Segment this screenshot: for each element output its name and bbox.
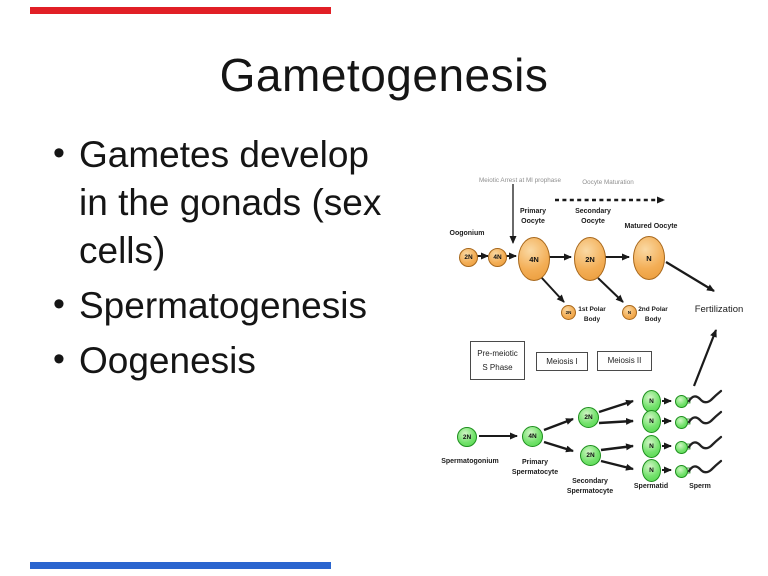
meiosis-1-box: Meiosis I [536, 352, 588, 371]
meiosis-2-box: Meiosis II [597, 351, 652, 371]
diagram-arrows [476, 184, 723, 474]
oogonium-cell: 2N [459, 248, 478, 267]
bullet-list: • Gametes develop in the gonads (sex cel… [53, 131, 435, 392]
spermatogonium-cell: 2N [457, 427, 477, 447]
primary-oocyte-label: Primary Oocyte [503, 207, 563, 227]
second-polar-body-label: 2nd Polar Body [637, 305, 669, 325]
secondary-oocyte-label: Secondary Oocyte [563, 207, 623, 227]
premeiotic-s-phase-box: Pre-meiotic S Phase [470, 341, 525, 380]
sperm-head-3 [675, 441, 688, 454]
label-line: Spermatocyte [566, 488, 614, 495]
label-line: Primary [521, 459, 549, 466]
label-line: Body [644, 316, 662, 323]
primary-spermatocyte-label: Primary Spermatocyte [505, 458, 565, 478]
sperm-tail [687, 389, 723, 404]
meiotic-arrest-note: Meiotic Arrest at MI prophase [479, 177, 561, 184]
gametogenesis-diagram: Meiotic Arrest at MI prophase Oocyte Mat… [430, 160, 768, 506]
matured-oocyte-cell: N [633, 236, 665, 280]
label-line: Secondary [575, 208, 611, 215]
box-line: S Phase [482, 362, 513, 372]
box-line: Pre-meiotic [477, 348, 518, 358]
bullet-line: Spermatogenesis [79, 285, 367, 326]
spermatogonium-label: Spermatogonium [441, 458, 499, 465]
label-line: Body [583, 316, 601, 323]
bullet-item-gametes: • Gametes develop in the gonads (sex cel… [53, 131, 435, 275]
bullet-line: cells) [79, 230, 166, 271]
oocyte-maturation-note: Oocyte Maturation [582, 179, 634, 186]
matured-oocyte-label: Matured Oocyte [624, 223, 678, 230]
second-polar-body-cell: N [622, 305, 637, 320]
bullet-item-oogenesis: • Oogenesis [53, 337, 435, 385]
bullet-line: in the gonads (sex [79, 182, 382, 223]
sperm-tail [687, 435, 723, 450]
spermatid-label: Spermatid [633, 483, 669, 490]
bullet-dot: • [53, 285, 65, 323]
sperm-head-4 [675, 465, 688, 478]
bullet-line: Oogenesis [79, 340, 256, 381]
primary-spermatocyte-cell: 4N [522, 426, 543, 447]
primary-oocyte-cell: 4N [518, 237, 550, 281]
spermatid-cell-4: N [642, 459, 661, 482]
label-line: Primary [519, 208, 547, 215]
sperm-head-1 [675, 395, 688, 408]
bullet-line: Gametes develop [79, 134, 370, 175]
sperm-tail [687, 459, 723, 474]
oogonium-label: Oogonium [449, 230, 485, 237]
spermatid-cell-3: N [642, 435, 661, 458]
oogonium-4n-cell: 4N [488, 248, 507, 267]
label-line: Oocyte [521, 218, 545, 225]
top-red-bar [30, 7, 331, 14]
secondary-spermatocyte-label: Secondary Spermatocyte [560, 477, 620, 497]
sperm-head-2 [675, 416, 688, 429]
secondary-oocyte-cell: 2N [574, 237, 606, 281]
slide-title: Gametogenesis [219, 49, 549, 101]
label-line: Secondary [572, 478, 608, 485]
fertilization-label: Fertilization [694, 304, 744, 315]
label-line: Oocyte [581, 218, 605, 225]
first-polar-body-label: 1st Polar Body [576, 305, 608, 325]
spermatid-cell-2: N [642, 410, 661, 433]
bottom-blue-bar [30, 562, 331, 569]
spermatid-cell-1: N [642, 390, 661, 413]
sperm-tail [687, 410, 723, 425]
label-line: Spermatocyte [511, 469, 559, 476]
secondary-spermatocyte-cell-2: 2N [580, 445, 601, 466]
bullet-dot: • [53, 340, 65, 378]
secondary-spermatocyte-cell-1: 2N [578, 407, 599, 428]
bullet-item-spermatogenesis: • Spermatogenesis [53, 282, 435, 330]
label-line: 1st Polar [578, 306, 606, 313]
bullet-dot: • [53, 134, 65, 172]
first-polar-body-cell: 2N [561, 305, 576, 320]
sperm-label: Sperm [689, 483, 711, 490]
label-line: 2nd Polar [638, 306, 668, 313]
